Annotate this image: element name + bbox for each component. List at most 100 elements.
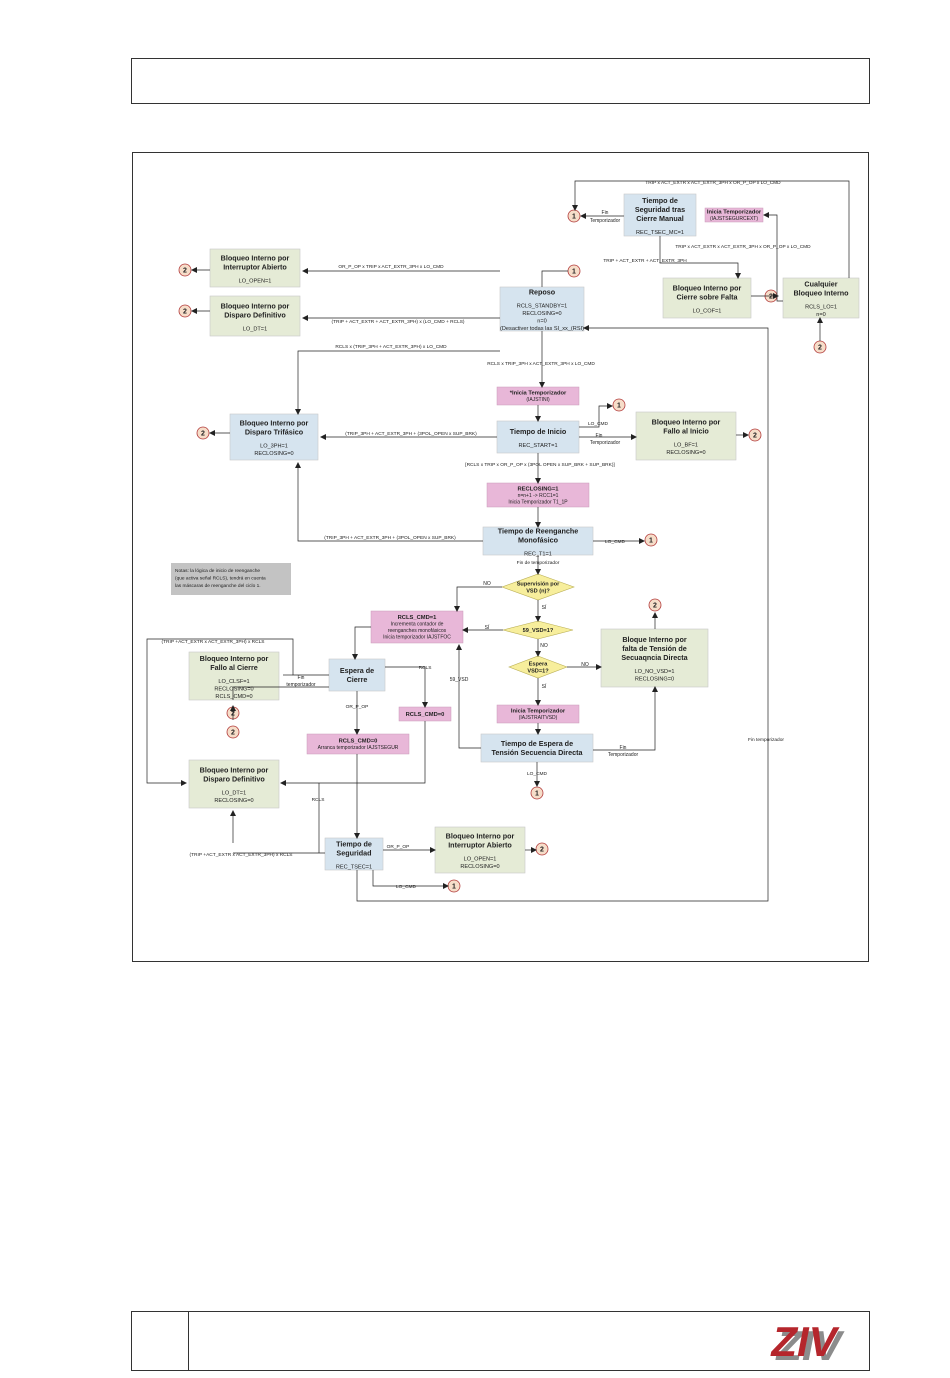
footer-box <box>131 1311 870 1371</box>
marker-number: 1 <box>452 884 456 891</box>
timer-text: reenganches monofásicos <box>388 628 447 634</box>
connector <box>659 236 741 279</box>
condition-label: [RCLS x TRIP x OR_P_OP x (3POL OPEN x SU… <box>465 462 615 468</box>
box-title: falta de Tensión de <box>622 644 687 653</box>
timer-text: (IAJSTRAITVSD) <box>519 715 558 721</box>
marker-number: 1 <box>617 403 621 410</box>
connector <box>541 270 568 287</box>
condition-label: (TRIP_3PH + ACT_EXTR_3PH + (3POL_OPEN x … <box>324 535 456 541</box>
connector <box>579 403 613 428</box>
connector <box>352 626 371 660</box>
header-box <box>131 58 870 104</box>
timer-text: Inicia Temporizador <box>511 709 566 715</box>
condition-label: Temporizador <box>608 752 639 758</box>
condition-label: RCLS <box>312 797 325 803</box>
box-title: Tiempo de <box>336 839 372 848</box>
marker-number: 2 <box>540 847 544 854</box>
condition-label: SÍ <box>542 683 547 690</box>
condition-label: Temporizador <box>590 218 621 224</box>
condition-label: OR_P_OP <box>346 704 369 710</box>
condition-label: Fin <box>298 675 305 681</box>
condition-label: TRIP + ACT_EXTR + ACT_EXTR_3PH <box>603 258 687 264</box>
box-title: Bloqueo Interno por <box>200 766 269 775</box>
box-body: LO_OPEN=1 <box>464 857 497 863</box>
box-body: LO_COF=1 <box>693 308 722 314</box>
marker-number: 1 <box>572 269 576 276</box>
condition-label: TRIP x ACT_EXTR x ACT_EXTR_3PH x OR_P_OP… <box>645 180 781 186</box>
box-title: Secuaqncia Directa <box>621 653 688 662</box>
connector <box>280 721 426 786</box>
box-title: Cualquier <box>804 280 837 289</box>
box-body: LO_CLSF=1 <box>218 679 249 685</box>
marker-two: 2 <box>226 725 240 739</box>
timer-text: (IAJSTINI) <box>526 397 550 403</box>
box-title: Cierre sobre Falta <box>676 292 738 301</box>
connector <box>356 325 769 902</box>
box-title: Disparo Trifásico <box>245 428 304 437</box>
marker-number: 2 <box>201 431 205 438</box>
box-title: Tiempo de Espera de <box>501 739 573 748</box>
box-body: (Desactiver todas las SI_xx_(RSI) <box>500 326 584 332</box>
box-title: Fallo al Cierre <box>210 663 258 672</box>
box-body: RCLS_STANDBY=1 <box>517 304 567 310</box>
timer-text: RCLS_CMD=0 <box>406 712 445 718</box>
marker-one: 1 <box>567 209 581 223</box>
box-body: RECLOSING=0 <box>522 311 561 317</box>
condition-label: NO <box>483 581 491 587</box>
box-body: LO_DT=1 <box>222 791 246 797</box>
marker-two: 2 <box>178 304 192 318</box>
marker-number: 1 <box>535 791 539 798</box>
timer-text: n=n+1 -> RCC1=1 <box>518 493 559 499</box>
box-body: n=0 <box>537 319 547 325</box>
connector <box>763 212 783 302</box>
timer-text: Inicia Temporizador T1_1P <box>508 499 568 505</box>
marker-two: 2 <box>748 428 762 442</box>
marker-number: 2 <box>183 309 187 316</box>
decision-text: VSD (n)? <box>526 589 550 595</box>
marker-number: 2 <box>753 433 757 440</box>
timer-text: Arranca temporizador IAJSTSEGUR <box>318 745 399 751</box>
timer-text: (IAJSTSEGURCEXT) <box>710 216 758 222</box>
condition-label: Temporizador <box>590 440 621 446</box>
connector <box>572 180 850 278</box>
condition-label: SÍ <box>485 624 490 631</box>
marker-number: 1 <box>649 538 653 545</box>
box-body: REC_TSEC_MC=1 <box>636 230 684 236</box>
box-body: RECLOSING=0 <box>254 451 293 457</box>
condition-label: (TRIP_3PH + ACT_EXTR_3PH + (3POL_OPEN x … <box>345 431 477 437</box>
rcls-cmd0-a-timer-box: RCLS_CMD=0 <box>398 706 452 722</box>
marker-two: 2 <box>178 263 192 277</box>
connector <box>372 870 449 889</box>
marker-one: 1 <box>644 533 658 547</box>
decision-text: Supervisión por <box>517 582 560 588</box>
box-title: Cierre Manual <box>636 214 684 223</box>
box-title: Monofásico <box>518 535 559 544</box>
condition-label: RCLS x TRIP_3PH x ACT_EXTR_3PH x LO_CMD <box>487 361 595 367</box>
reposo-box: ReposoRCLS_STANDBY=1RECLOSING=0n=0(Desac… <box>499 286 585 332</box>
condition-label: SÍ <box>542 604 547 611</box>
condition-label: OR_P_OP <box>387 844 410 850</box>
box-title: Bloqueo Interno por <box>221 301 290 310</box>
connector <box>295 462 483 542</box>
marker-one: 1 <box>612 398 626 412</box>
condition-label: Fin <box>620 745 627 751</box>
marker-two: 2 <box>196 426 210 440</box>
box-body: REC_TSEC=1 <box>336 864 372 870</box>
connector <box>593 686 658 751</box>
box-title: Bloqueo Interno por <box>200 654 269 663</box>
marker-two: 2 <box>813 340 827 354</box>
connector <box>454 586 502 612</box>
box-title: Seguridad tras <box>635 205 685 214</box>
